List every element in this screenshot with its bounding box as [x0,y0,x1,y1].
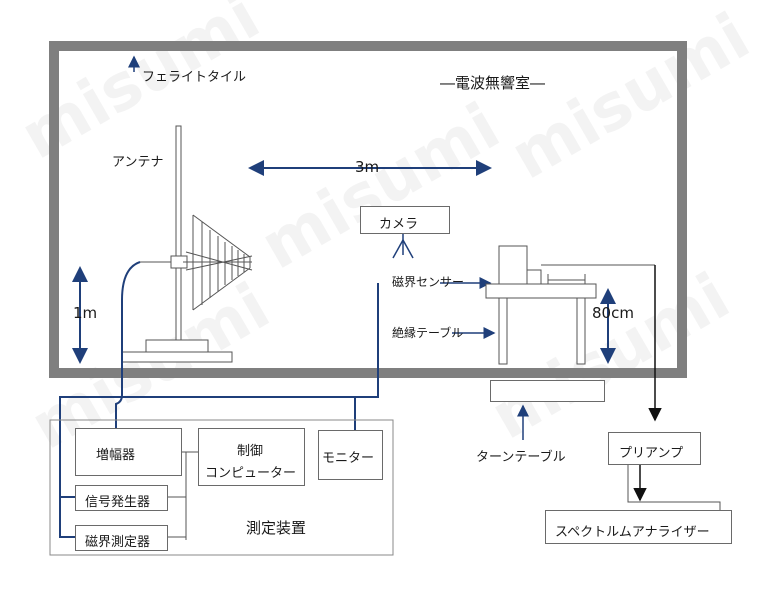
insulation-table [485,245,597,365]
magnetic-sensor-label: 磁界センサー [392,275,465,289]
antenna-label: アンテナ [112,155,164,170]
preamp-label: プリアンプ [619,446,684,461]
monitor-label: モニター [322,451,375,466]
control-computer-label-2: コンピューター [205,466,297,481]
antenna [121,125,253,363]
distance-label: 3m [355,158,380,176]
preamp-box: プリアンプ [608,432,701,465]
amplifier-label: 増幅器 [96,448,136,463]
height-80cm-label: 80cm [592,304,634,322]
measurement-device-title: 測定装置 [246,519,307,537]
anechoic-chamber-wall [49,41,687,378]
turntable-label: ターンテーブル [476,450,566,465]
control-computer-label-1: 制御 [237,444,264,459]
spectrum-analyzer-label: スペクトルムアナライザー [555,525,710,540]
spectrum-analyzer-box: スペクトルムアナライザー [545,510,732,544]
signal-generator-box: 信号発生器 [75,485,168,511]
camera-cable [59,283,379,538]
camera-tripod [392,234,414,259]
monitor-box: モニター [318,430,383,480]
insulation-table-label: 絶縁テーブル [392,326,464,340]
field-meter-box: 磁界測定器 [75,525,168,551]
height-1m-label: 1m [73,304,98,322]
signal-generator-label: 信号発生器 [85,495,151,510]
field-meter-label: 磁界測定器 [85,535,151,550]
camera-box: カメラ [360,206,450,234]
turntable [490,380,605,402]
amplifier-box: 増幅器 [75,428,182,476]
measurement-device-frame [49,419,394,556]
antenna-cable [75,261,141,441]
chamber-title: ―電波無響室― [440,74,546,92]
control-computer-box: 制御 コンピューター [198,428,305,486]
camera-label: カメラ [379,217,419,232]
ferrite-tile-label: フェライトタイル [142,70,247,85]
